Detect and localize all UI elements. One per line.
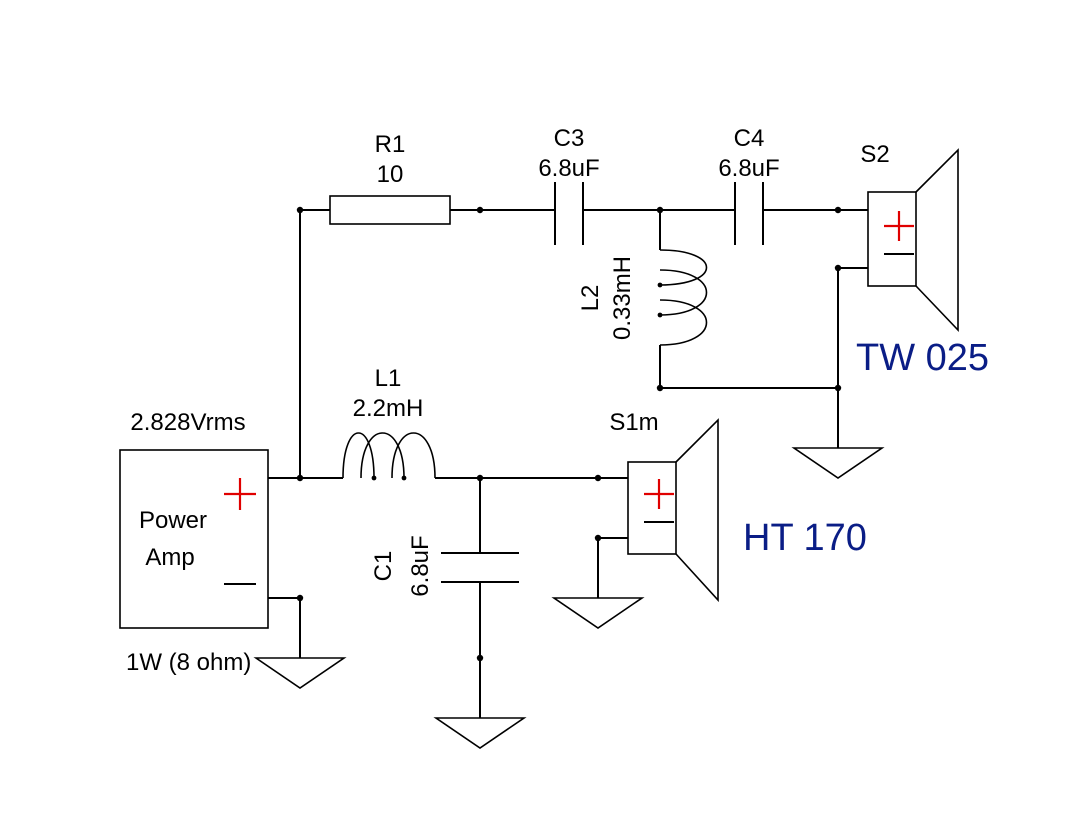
l2-value: 0.33mH [609,256,636,340]
wires [268,209,868,718]
l1-value: 2.2mH [353,395,424,422]
c4-value: 6.8uF [718,155,779,182]
c4-name: C4 [734,125,765,152]
speaker-s1m: S1m HT 170 [609,409,867,603]
resistor-r1: R1 10 [329,131,451,225]
amp-label-line1: Power [139,507,207,534]
l1-name: L1 [375,365,402,392]
capacitor-c1: C1 6.8uF [370,535,519,597]
ground-amp [253,657,347,689]
power-amp: Power Amp 2.828Vrms 1W (8 ohm) [119,409,269,676]
s2-model: TW 025 [856,337,989,379]
s1-model: HT 170 [743,517,867,559]
r1-name: R1 [375,131,406,158]
amp-voltage: 2.828Vrms [130,409,245,436]
capacitor-c4: C4 6.8uF [718,125,780,245]
amp-label-line2: Amp [145,544,194,571]
inductor-l1: L1 2.2mH [342,365,436,479]
ground-tweeter [791,447,885,479]
speaker-s2: S2 TW 025 [856,141,989,379]
junction-dots [296,206,842,662]
ground-c1 [433,717,527,749]
amp-power: 1W (8 ohm) [126,649,251,676]
ground-woofer [551,597,645,629]
inductor-l2: L2 0.33mH [577,249,708,346]
ground-symbols [253,447,885,749]
c3-value: 6.8uF [538,155,599,182]
capacitor-c3: C3 6.8uF [538,125,600,245]
l2-name: L2 [577,285,604,312]
s2-name: S2 [860,141,889,168]
c1-name: C1 [370,551,397,582]
c3-name: C3 [554,125,585,152]
c1-value: 6.8uF [407,535,434,596]
s1-name: S1m [609,409,658,436]
r1-value: 10 [377,161,404,188]
